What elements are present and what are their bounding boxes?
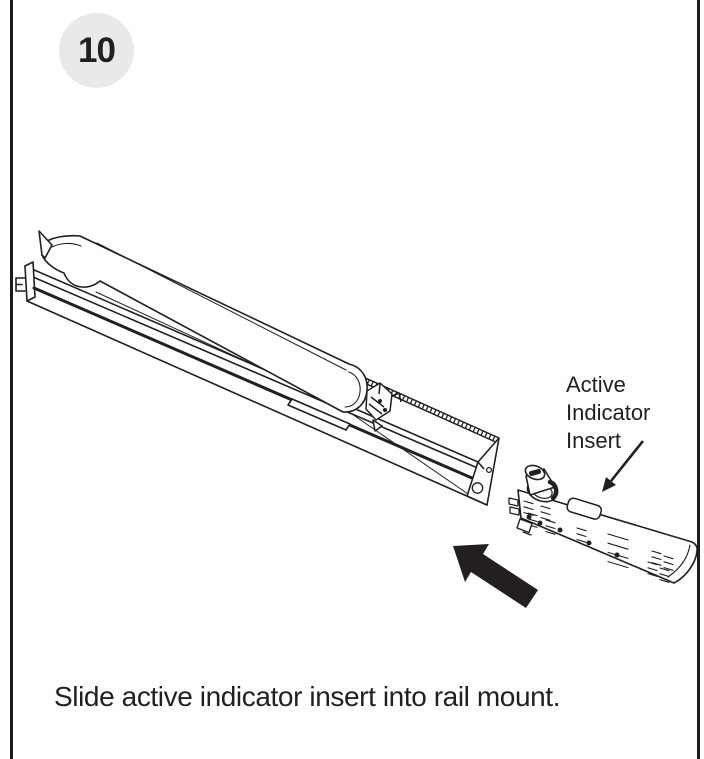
rail-bottom-edge xyxy=(26,300,488,506)
label-arrow xyxy=(602,440,645,492)
insert-rivet xyxy=(586,540,592,546)
screw-hole-small xyxy=(485,466,493,474)
active-indicator-insert-drawing xyxy=(508,464,698,584)
step-number: 10 xyxy=(78,30,116,70)
insert-rivet xyxy=(526,514,532,520)
indicator-window xyxy=(566,497,603,520)
cover-chamfer-line xyxy=(96,242,347,371)
insert-label-line-1: Active xyxy=(566,372,626,397)
rail-end-clip xyxy=(15,277,26,292)
rail-near-wall-inner-edge xyxy=(25,273,481,470)
rail-mount-drawing xyxy=(15,261,488,506)
cover-body xyxy=(40,234,368,413)
insert-fold-crease xyxy=(667,544,691,578)
insert-rivet xyxy=(537,520,543,526)
knob-slot xyxy=(529,468,541,477)
cover-nose-arc xyxy=(344,371,361,408)
knob-collar xyxy=(547,479,559,501)
insert-rivet xyxy=(557,527,563,533)
step-badge: 10 xyxy=(59,13,134,88)
insert-label-line-2: Indicator xyxy=(566,400,651,425)
rail-cover-drawing xyxy=(38,230,368,413)
insert-rivet xyxy=(614,552,620,558)
rail-trough-line xyxy=(351,413,469,495)
rail-ledge xyxy=(287,398,351,431)
insert-knob-drawing xyxy=(524,464,559,503)
cover-hook-spike xyxy=(38,230,53,259)
rail-end-face xyxy=(466,437,500,506)
instruction-caption: Slide active indicator insert into rail … xyxy=(54,681,561,712)
cover-cap-arc xyxy=(51,242,82,248)
screw-hole-large xyxy=(471,482,484,494)
page-border-left xyxy=(10,0,13,759)
slide-direction-arrow xyxy=(453,544,538,608)
rail-left-end-face xyxy=(24,261,36,302)
insert-plate xyxy=(517,489,698,584)
page-border-right xyxy=(697,0,700,759)
clamp-drawing xyxy=(365,382,402,432)
rail-shadow-line xyxy=(32,286,474,480)
active-indicator-insert-label: Active Indicator Insert xyxy=(566,371,650,455)
insert-terminal-blocks xyxy=(508,497,520,516)
insert-foot-tab xyxy=(516,518,533,534)
insert-label-line-3: Insert xyxy=(566,428,622,453)
